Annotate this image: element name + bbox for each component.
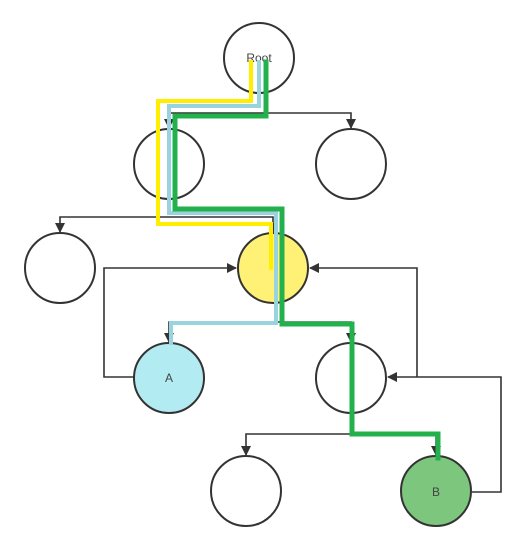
green-path	[172, 59, 441, 461]
node-l2-left-circle	[24, 232, 96, 304]
node-a[interactable]: A	[133, 342, 205, 414]
edge-root-right	[259, 112, 356, 129]
node-b[interactable]: B	[400, 455, 472, 527]
edge-a-to-mid	[103, 263, 237, 378]
nodes: Root A B	[24, 22, 472, 527]
edge-right-to-mid	[309, 263, 418, 377]
node-l1-right-circle	[315, 128, 387, 200]
node-b-label: B	[432, 485, 440, 499]
node-l4-left-circle	[210, 455, 282, 527]
edge-right-b	[351, 433, 441, 456]
node-a-label: A	[165, 371, 173, 385]
light-blue-path	[167, 60, 278, 345]
highlight-paths	[156, 59, 441, 461]
node-l4-left[interactable]	[210, 455, 282, 527]
yellow-path	[156, 60, 273, 270]
edge-right-l4left	[241, 433, 351, 456]
node-l2-left[interactable]	[24, 232, 96, 304]
node-l1-right[interactable]	[315, 128, 387, 200]
edge-l1left-left	[55, 216, 169, 233]
edge-b-to-right	[387, 372, 502, 493]
